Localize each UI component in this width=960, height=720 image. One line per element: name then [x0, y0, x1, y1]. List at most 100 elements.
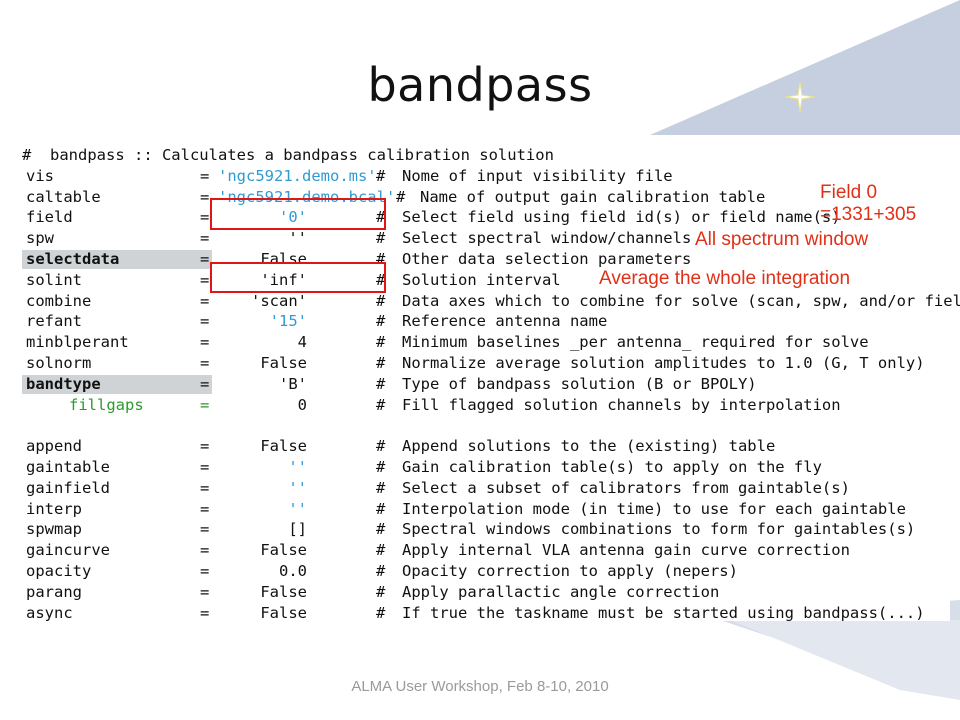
field-annotation-line2: =1331+305 [820, 204, 917, 225]
param-comment: Normalize average solution amplitudes to… [402, 354, 925, 372]
code-row: selectdata=False#Other data selection pa… [22, 249, 950, 270]
param-comment: Fill flagged solution channels by interp… [402, 395, 841, 414]
code-row: parang=False#Apply parallactic angle cor… [22, 582, 950, 603]
equals-sign: = [200, 395, 210, 414]
code-row: minblperant=4#Minimum baselines _per ant… [22, 332, 950, 353]
param-comment: Select field using field id(s) or field … [402, 208, 841, 227]
code-panel: # bandpass :: Calculates a bandpass cali… [22, 143, 960, 622]
code-row: bandtype='B'#Type of bandpass solution (… [22, 374, 950, 395]
param-comment: Apply internal VLA antenna gain curve co… [402, 541, 850, 560]
comment-marker: # [376, 520, 386, 539]
param-comment: Select spectral window/channels [402, 229, 692, 248]
equals-sign: = [200, 437, 210, 456]
comment-marker: # [376, 437, 386, 456]
comment-marker: # [396, 187, 406, 206]
code-row: solnorm = False # Normalize average solution… [22, 353, 950, 374]
equals-sign: = [200, 291, 210, 310]
equals-sign: = [200, 354, 210, 372]
param-value: False [260, 582, 307, 601]
code-row: solint='inf'#Solution interval [22, 270, 950, 291]
param-comment: Solution interval [402, 270, 561, 289]
comment-marker: # [376, 166, 386, 185]
param-comment: Data axes which to combine for solve (sc… [402, 291, 960, 310]
param-name: selectdata [26, 250, 120, 268]
field-annotation-line1: Field 0 [820, 182, 878, 203]
slide-footer: ALMA User Workshop, Feb 8-10, 2010 [351, 678, 609, 695]
param-value: [] [288, 520, 307, 539]
param-name: async [26, 603, 73, 622]
comment-marker: # [376, 458, 386, 476]
solint-highlight-box [210, 262, 386, 293]
param-value: 0.0 [279, 562, 307, 580]
equals-sign: = [200, 270, 210, 289]
param-comment: Name of output gain calibration table [420, 187, 766, 206]
comment-marker: # [376, 270, 386, 289]
param-comment: Other data selection parameters [402, 250, 692, 268]
param-value: '0' [279, 208, 307, 227]
solint-annotation: Average the whole integration [599, 268, 851, 289]
equals-sign: = [200, 458, 210, 476]
equals-sign: = [200, 520, 210, 539]
comment-marker: # [376, 603, 386, 622]
param-comment: Select a subset of calibrators from gain… [402, 478, 850, 497]
slide-title: bandpass [367, 58, 593, 112]
comment-marker: # [376, 354, 386, 372]
param-name: solnorm [26, 354, 92, 372]
equals-sign: = [200, 541, 210, 560]
param-value: '' [288, 458, 307, 476]
param-value: False [260, 437, 307, 456]
code-row: caltable='ngc5921.demo.bcal'#Name of out… [22, 187, 950, 208]
param-comment: Spectral windows combinations to form fo… [402, 520, 916, 539]
comment-marker: # [376, 208, 386, 227]
param-value: False [260, 354, 307, 372]
code-row: spwmap = [] # Spectral windows combinations … [22, 519, 950, 540]
spw-annotation: All spectrum window [695, 229, 869, 250]
param-value: False [260, 541, 307, 560]
sparkle-icon [784, 81, 816, 113]
param-value: 'scan' [251, 291, 307, 310]
code-row: field='0'#Select field using field id(s)… [22, 207, 950, 228]
comment-marker: # [376, 478, 386, 497]
param-name: field [26, 208, 73, 227]
param-comment: Reference antenna name [402, 312, 608, 331]
code-row: append=False#Append solutions to the (ex… [22, 436, 950, 457]
param-name: fillgaps [69, 395, 144, 414]
comment-marker: # [376, 395, 386, 414]
code-row: combine='scan'#Data axes which to combin… [22, 291, 960, 312]
param-highlight [22, 250, 212, 269]
comment-marker: # [376, 374, 386, 393]
code-row [22, 415, 950, 436]
equals-sign: = [200, 229, 210, 248]
param-name: solint [26, 270, 82, 289]
comment-marker: # [376, 582, 386, 601]
param-comment: Gain calibration table(s) to apply on th… [402, 458, 822, 476]
param-name: vis [26, 166, 54, 185]
param-name: spwmap [26, 520, 82, 539]
param-value: 'ngc5921.demo.ms' [218, 166, 377, 185]
param-name: opacity [26, 562, 92, 580]
param-comment: Type of bandpass solution (B or BPOLY) [402, 374, 757, 393]
param-name: caltable [26, 187, 101, 206]
param-comment: Apply parallactic angle correction [402, 582, 720, 601]
equals-sign: = [200, 499, 210, 518]
param-value: 4 [297, 333, 307, 352]
param-name: gainfield [26, 478, 110, 497]
param-comment: Nome of input visibility file [402, 166, 673, 185]
param-comment: Interpolation mode (in time) to use for … [402, 499, 906, 518]
param-highlight [22, 374, 212, 394]
param-value: False [260, 603, 307, 622]
comment-marker: # [376, 229, 386, 248]
param-value: '' [288, 499, 307, 518]
param-comment: Minimum baselines _per antenna_ required… [402, 333, 869, 352]
param-name: minblperant [26, 333, 129, 352]
param-name: combine [26, 291, 92, 310]
equals-sign: = [200, 603, 210, 622]
param-value: '' [288, 478, 307, 497]
comment-marker: # [376, 541, 386, 560]
equals-sign: = [200, 562, 210, 580]
param-value: 'B' [279, 374, 307, 393]
equals-sign: = [200, 250, 210, 268]
comment-marker: # [376, 312, 386, 331]
param-value: 'ngc5921.demo.bcal' [218, 187, 396, 206]
